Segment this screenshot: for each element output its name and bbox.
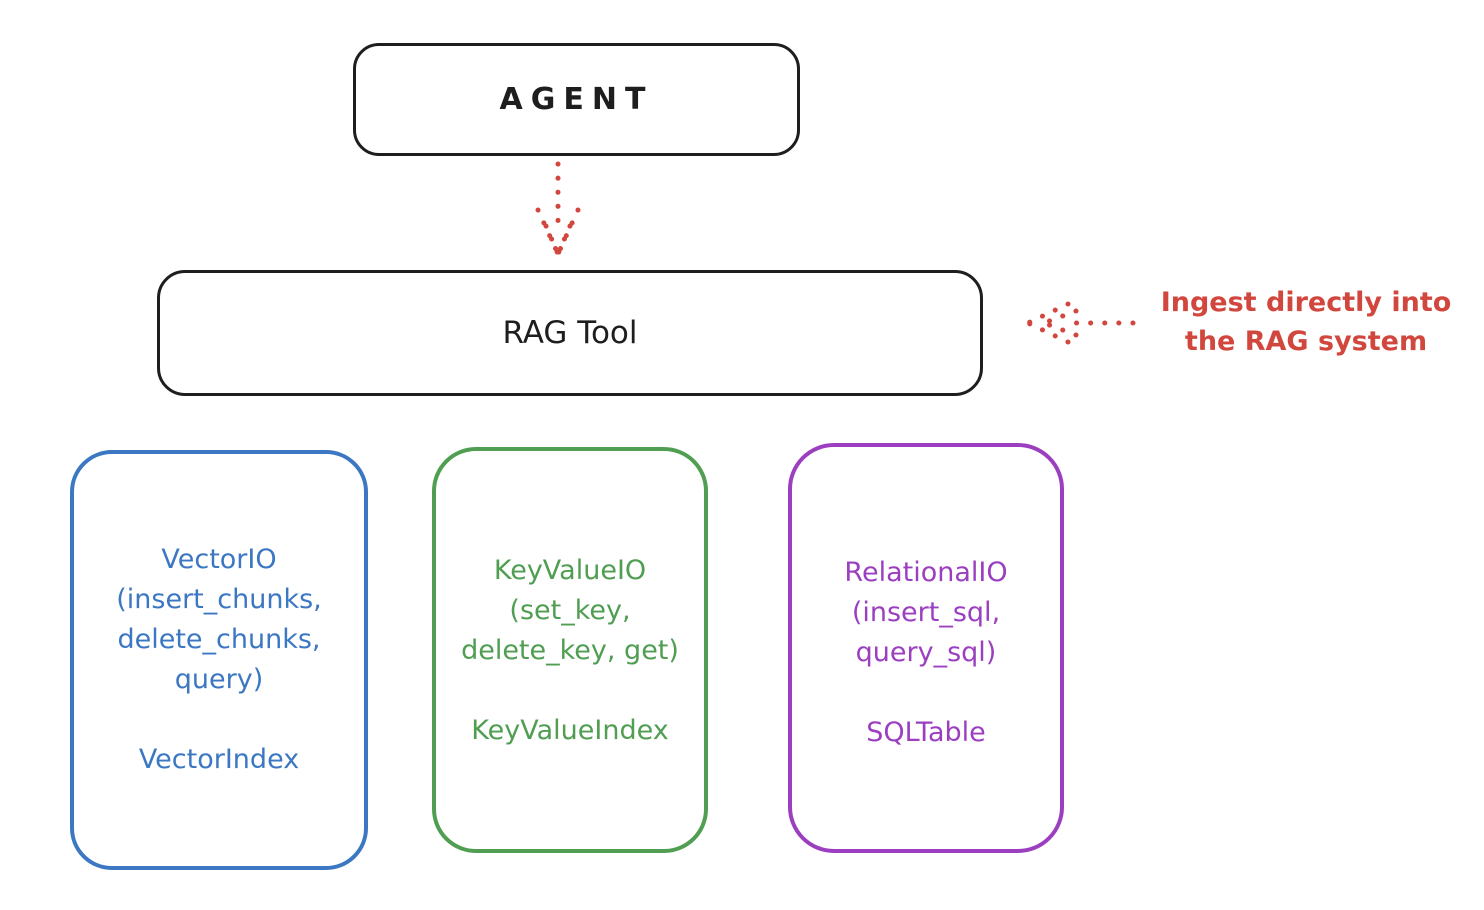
ingest-arrow-icon — [1025, 301, 1136, 345]
keyvalue-io-methods-line-1: (set_key, — [509, 595, 631, 626]
keyvalue-io-title: KeyValueIO — [493, 555, 647, 586]
agent-box: AGENT — [353, 43, 800, 156]
keyvalue-index-label: KeyValueIndex — [471, 715, 669, 746]
vector-io-methods-line-2: delete_chunks, — [117, 624, 321, 655]
keyvalue-io-methods-line-2: delete_key, get) — [461, 635, 679, 666]
sqltable-label: SQLTable — [866, 717, 986, 748]
agent-to-rag-arrow-icon — [535, 161, 581, 257]
vector-io-methods-line-3: query) — [174, 664, 264, 695]
ingest-annotation-line-1: Ingest directly into — [1160, 287, 1452, 318]
vector-io-methods-line-1: (insert_chunks, — [116, 584, 322, 615]
ingest-annotation-line-2: the RAG system — [1184, 326, 1428, 357]
vector-io-title: VectorIO — [161, 544, 277, 575]
relational-io-title: RelationalIO — [844, 557, 1008, 588]
vector-io-box: VectorIO (insert_chunks, delete_chunks, … — [70, 450, 368, 870]
keyvalue-io-box: KeyValueIO (set_key, delete_key, get) Ke… — [432, 447, 708, 853]
rag-tool-box: RAG Tool — [157, 270, 983, 396]
vector-index-label: VectorIndex — [138, 744, 300, 775]
relational-io-methods-line-1: (insert_sql, — [851, 597, 1001, 628]
ingest-annotation: Ingest directly into the RAG system — [1138, 283, 1474, 361]
relational-io-box: RelationalIO (insert_sql, query_sql) SQL… — [788, 443, 1064, 853]
relational-io-methods-line-2: query_sql) — [855, 637, 997, 668]
rag-tool-label: RAG Tool — [502, 315, 638, 351]
agent-label: AGENT — [499, 82, 654, 117]
